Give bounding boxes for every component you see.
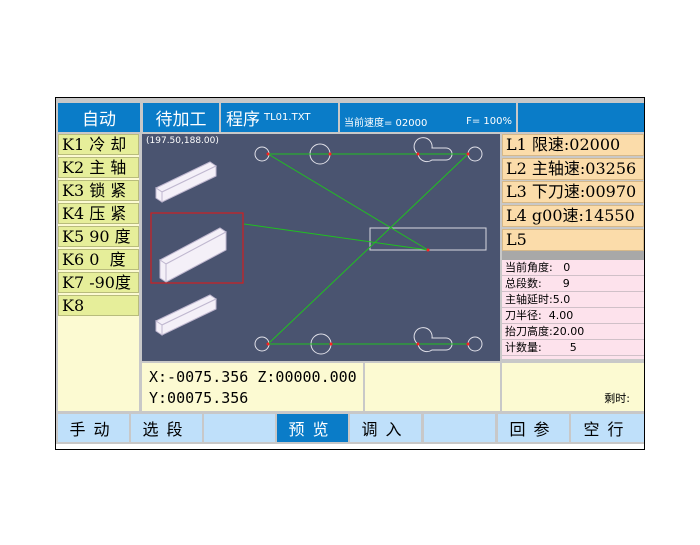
info-label: 当前角度: <box>505 261 553 274</box>
l1-button[interactable]: L1 限速:02000 <box>502 134 644 156</box>
k6-button[interactable]: K6 0 度 <box>58 249 139 270</box>
info-value: 5 <box>569 341 577 354</box>
info-label: 主轴延时: <box>505 293 553 306</box>
bottom-strip <box>56 444 644 449</box>
info-current-angle: 当前角度: 0 <box>502 260 644 276</box>
info-tool-radius: 刀半径: 4.00 <box>502 308 644 324</box>
part-outline <box>369 227 487 251</box>
info-value: 9 <box>562 277 570 290</box>
info-lift-height: 抬刀高度:20.00 <box>502 324 644 340</box>
empty-button-1[interactable] <box>204 414 275 442</box>
empty-header-cell <box>518 103 644 132</box>
l2-button[interactable]: L2 主轴速:03256 <box>502 158 644 180</box>
l4-button[interactable]: L4 g00速:14550 <box>502 205 644 227</box>
l3-button[interactable]: L3 下刀速:00970 <box>502 181 644 203</box>
position-readout: X:-0075.356 Z:00000.000 Y:00075.356 <box>142 363 363 411</box>
feed-label: F= 100% <box>466 116 512 127</box>
load-button[interactable]: 调入 <box>350 414 421 442</box>
info-count: 计数量: 5 <box>502 340 644 356</box>
manual-button[interactable]: 手动 <box>58 414 129 442</box>
k1-button[interactable]: K1 冷 却 <box>58 134 139 155</box>
speed-label: 当前速度= 02000 <box>344 118 428 129</box>
toolpath-drawing <box>150 137 487 355</box>
k4-button[interactable]: K4 压 紧 <box>58 203 139 224</box>
k5-button[interactable]: K5 90 度 <box>58 226 139 247</box>
empty-button-2[interactable] <box>424 414 495 442</box>
k8-button[interactable]: K8 <box>58 295 139 316</box>
cnc-panel: 自动 待加工 程序 TL01.TXT 当前速度= 02000 F= 100% K… <box>55 97 645 450</box>
profile-icon <box>154 161 227 336</box>
preview-button[interactable]: 预览 <box>277 414 348 442</box>
speed-cell: 当前速度= 02000 F= 100% <box>340 103 516 132</box>
info-label: 计数量: <box>505 341 542 354</box>
info-value: 5.0 <box>552 293 571 306</box>
y-position: Y:00075.356 <box>149 389 249 407</box>
remaining-label: 剩时: <box>604 392 630 405</box>
preview-canvas[interactable]: (197.50,188.00) <box>142 134 500 361</box>
k2-button[interactable]: K2 主 轴 <box>58 157 139 178</box>
select-segment-button[interactable]: 选段 <box>131 414 202 442</box>
info-spindle-delay: 主轴延时:5.0 <box>502 292 644 308</box>
info-label: 总段数: <box>505 277 542 290</box>
divider <box>502 251 644 260</box>
k7-button[interactable]: K7 -90度 <box>58 272 139 293</box>
program-file: TL01.TXT <box>264 112 311 123</box>
info-value: 4.00 <box>548 309 574 322</box>
home-button[interactable]: 回参 <box>498 414 569 442</box>
selected-part-box <box>150 212 244 284</box>
z-position: Z:00000.000 <box>257 368 357 386</box>
info-label: 抬刀高度: <box>505 325 553 338</box>
message-area <box>365 363 500 411</box>
l5-button[interactable]: L5 <box>502 229 644 251</box>
remaining-time-area: 剩时: <box>502 363 644 411</box>
program-cell: 程序 TL01.TXT <box>221 103 338 132</box>
k3-button[interactable]: K3 锁 紧 <box>58 180 139 201</box>
status-label: 待加工 <box>143 103 219 132</box>
cursor-coord: (197.50,188.00) <box>146 136 219 146</box>
info-value: 20.00 <box>552 325 585 338</box>
info-value: 0 <box>563 261 571 274</box>
dry-run-button[interactable]: 空行 <box>571 414 644 442</box>
x-position: X:-0075.356 <box>149 368 249 386</box>
info-total-segments: 总段数: 9 <box>502 276 644 292</box>
info-label: 刀半径: <box>505 309 542 322</box>
mode-label: 自动 <box>58 103 140 132</box>
program-label: 程序 <box>226 110 260 130</box>
